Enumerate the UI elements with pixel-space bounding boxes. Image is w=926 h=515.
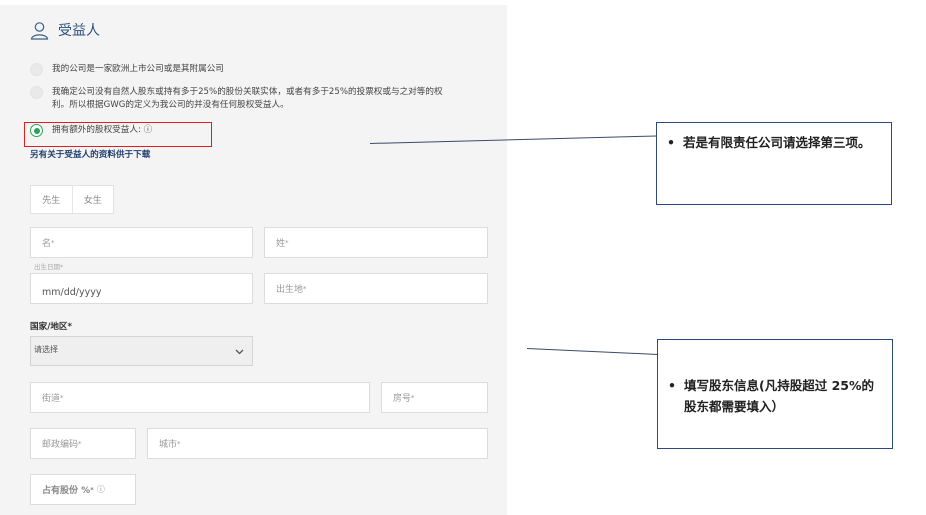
section-header: 受益人 (30, 17, 100, 43)
section-title: 受益人 (58, 23, 100, 39)
country-label: 国家/地区* (30, 322, 73, 332)
option-label: 拥有额外的股权受益人: ⓘ (52, 125, 153, 135)
connector-line-bottom (526, 348, 658, 355)
option-additional-beneficiary[interactable]: 拥有额外的股权受益人: ⓘ (30, 124, 152, 137)
country-select-value: 请选择 (34, 345, 58, 354)
dob-label: 出生日期* (34, 263, 64, 271)
highlight-annotation-box (24, 122, 212, 147)
house-number-input[interactable]: 房号* (381, 382, 488, 413)
callout-top: 若是有限责任公司请选择第三项。 (656, 122, 892, 205)
dob-input[interactable]: mm/dd/yyyy (30, 273, 253, 304)
callout-bottom-text: 填写股东信息(凡持股超过 25%的股东都需要填入） (658, 375, 892, 417)
street-input[interactable]: 街道* (30, 382, 370, 413)
radio-listed-company[interactable] (30, 63, 43, 76)
option-listed-company[interactable]: 我的公司是一家欧洲上市公司或是其附属公司 (30, 63, 224, 76)
first-name-input[interactable]: 名* (30, 227, 253, 258)
option-label: 我的公司是一家欧洲上市公司或是其附属公司 (52, 64, 224, 74)
last-name-input[interactable]: 姓* (264, 227, 488, 258)
option-no-beneficiary[interactable]: 我确定公司没有自然人股东或持有多于25%的股份关联实体，或者有多于25%的投票权… (30, 86, 495, 112)
radio-additional-beneficiary[interactable] (30, 124, 43, 137)
radio-no-beneficiary[interactable] (30, 86, 43, 99)
share-percent-input[interactable]: 占有股份 %*ⓘ (30, 474, 136, 505)
download-info-link[interactable]: 另有关于受益人的资料供于下载 (30, 150, 151, 160)
salutation-mr[interactable]: 先生 (31, 186, 73, 213)
salutation-ms[interactable]: 女生 (83, 196, 102, 206)
info-icon: ⓘ (96, 485, 105, 494)
birthplace-input[interactable]: 出生地* (264, 273, 488, 304)
callout-top-text: 若是有限责任公司请选择第三项。 (657, 132, 891, 153)
city-input[interactable]: 城市* (147, 428, 488, 459)
postcode-input[interactable]: 邮政编码* (30, 428, 136, 459)
salutation-toggle[interactable]: 先生 女生 (30, 185, 114, 214)
option-label: 我确定公司没有自然人股东或持有多于25%的股份关联实体，或者有多于25%的投票权… (52, 87, 443, 110)
country-select[interactable]: 请选择 (30, 336, 253, 366)
chevron-down-icon (235, 349, 244, 355)
callout-bottom: 填写股东信息(凡持股超过 25%的股东都需要填入） (657, 339, 893, 449)
user-outline-icon (30, 21, 49, 40)
